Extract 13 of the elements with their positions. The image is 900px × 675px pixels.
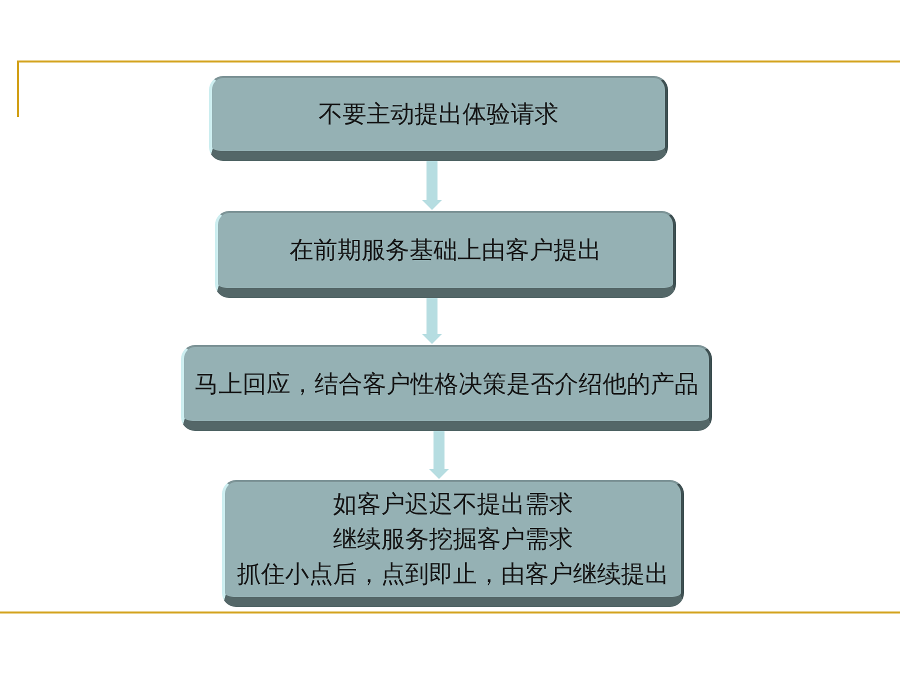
arrow: [422, 298, 442, 344]
process-box: [222, 480, 684, 607]
box-text: 继续服务挖掘客户需求: [333, 524, 573, 555]
process-box: [181, 345, 712, 431]
box-text: 在前期服务基础上由客户提出: [290, 235, 602, 266]
process-box: [209, 76, 668, 161]
process-box: [215, 211, 676, 298]
box-text: 如客户迟迟不提出需求: [333, 489, 573, 520]
arrow: [422, 161, 442, 210]
box-text: 不要主动提出体验请求: [318, 99, 558, 130]
box-text: 马上回应，结合客户性格决策是否介绍他的产品: [194, 368, 698, 400]
box-text: 抓住小点后，点到即止，由客户继续提出: [237, 559, 669, 590]
arrow: [429, 431, 449, 479]
